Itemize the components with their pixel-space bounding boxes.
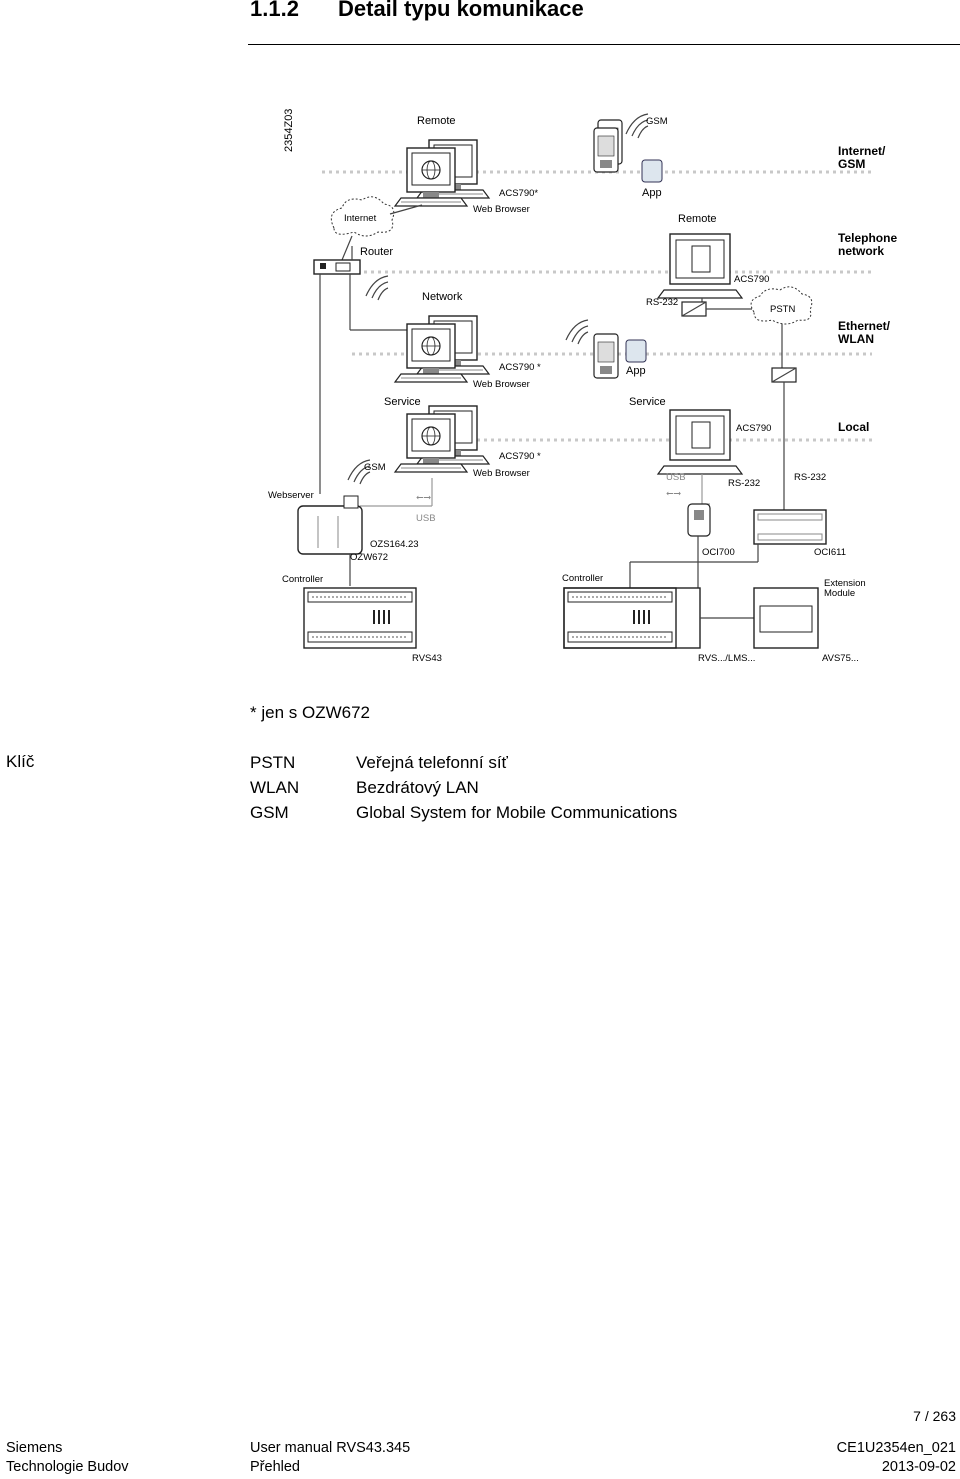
label-rs232-local: RS-232 xyxy=(728,478,760,489)
label-app-top: App xyxy=(642,187,662,199)
label-rvs-lms: RVS.../LMS... xyxy=(698,653,755,664)
label-app-wlan: App xyxy=(626,365,646,377)
network-pc-icon xyxy=(395,316,489,382)
key-title: Klíč xyxy=(6,752,35,771)
label-module: Module xyxy=(824,588,855,599)
key-row: PSTN Veřejná telefonní síť xyxy=(250,750,508,775)
section-title: Detail typu komunikace xyxy=(338,0,584,21)
key-abbr: PSTN xyxy=(250,753,296,772)
key-desc: Veřejná telefonní síť xyxy=(356,753,508,772)
key-row: WLAN Bezdrátový LAN xyxy=(250,775,479,800)
label-web-browser-service: Web Browser xyxy=(473,468,530,479)
footnote: * jen s OZW672 xyxy=(250,703,370,722)
key-desc: Bezdrátový LAN xyxy=(356,778,479,797)
label-web-browser-network: Web Browser xyxy=(473,379,530,390)
app-icon-wlan xyxy=(625,339,647,363)
controller-rvs-lms-icon xyxy=(563,587,677,649)
label-usb-left: USB xyxy=(416,513,436,524)
label-service-left: Service xyxy=(384,396,421,408)
label-rs232-oci611: RS-232 xyxy=(794,472,826,483)
footer-left: Siemens Technologie Budov xyxy=(6,1439,129,1477)
label-rvs43: RVS43 xyxy=(412,653,442,664)
label-gsm-webserver: GSM xyxy=(364,462,386,473)
controller-rvs43-icon xyxy=(303,587,417,649)
zone-label-local: Local xyxy=(838,420,869,434)
figure-id: 2354Z03 xyxy=(283,109,295,152)
label-webserver: Webserver xyxy=(268,490,314,501)
label-acs790-remote: ACS790 xyxy=(734,274,769,285)
key-desc: Global System for Mobile Communications xyxy=(356,803,678,822)
label-router: Router xyxy=(360,246,393,258)
footer-company: Siemens xyxy=(6,1440,63,1456)
usb-icon: ⭠⭢ xyxy=(416,492,432,503)
heading-rule xyxy=(248,44,960,45)
footer-doc-id: CE1U2354en_021 xyxy=(836,1440,956,1456)
label-ozs164: OZS164.23 xyxy=(370,539,419,550)
gsm-waves-top-icon xyxy=(625,113,649,139)
label-oci611: OCI611 xyxy=(814,547,846,558)
service-pc-icon xyxy=(395,406,489,472)
label-remote-telephone: Remote xyxy=(678,213,717,225)
gsm-phone-front-icon xyxy=(593,127,619,173)
label-rs232-remote: RS-232 xyxy=(646,297,678,308)
label-service-right: Service xyxy=(629,396,666,408)
label-remote-internet: Remote xyxy=(417,115,456,127)
label-web-browser-remote: Web Browser xyxy=(473,204,530,215)
label-internet: Internet xyxy=(344,213,377,224)
remote-pc-icon xyxy=(395,140,489,206)
key-abbr: GSM xyxy=(250,803,289,822)
section-heading: 1.1.2 Detail typu komunikace xyxy=(250,0,584,22)
section-number: 1.1.2 xyxy=(250,0,299,21)
label-acs790-star: ACS790* xyxy=(499,188,538,199)
label-ozw672: OZW672 xyxy=(350,552,388,563)
zone-label-gsm: GSM xyxy=(838,157,865,171)
usb-right-icon: ⭠⭢ xyxy=(666,488,682,499)
label-pstn: PSTN xyxy=(770,304,795,315)
footer-right: CE1U2354en_021 2013-09-02 xyxy=(837,1439,956,1477)
label-controller-left: Controller xyxy=(282,574,323,585)
label-usb-right: USB xyxy=(666,472,686,483)
zone-label-internet: Internet/ xyxy=(838,144,886,158)
footer-chapter: Přehled xyxy=(250,1459,300,1475)
zone-label-telephone: Telephone xyxy=(838,231,897,245)
label-extension: Extension xyxy=(824,578,866,589)
label-acs790-local: ACS790 xyxy=(736,423,771,434)
wlan-waves-icon xyxy=(565,319,589,345)
zone-label-ethernet: Ethernet/ xyxy=(838,319,891,333)
link-internet-router xyxy=(341,235,353,261)
service-local-pc-icon xyxy=(657,409,743,475)
footer-center: User manual RVS43.345 Přehled xyxy=(250,1439,410,1477)
page-number: 7 / 263 xyxy=(913,1408,956,1424)
internet-cloud-icon xyxy=(330,196,395,237)
zone-label-network: network xyxy=(838,244,884,258)
key-row: GSM Global System for Mobile Communicatio… xyxy=(250,800,677,825)
footer-manual: User manual RVS43.345 xyxy=(250,1440,411,1456)
label-controller-right: Controller xyxy=(562,573,603,584)
label-oci700: OCI700 xyxy=(702,547,735,558)
key-abbr: WLAN xyxy=(250,778,300,797)
router-wifi-waves-icon xyxy=(365,275,389,301)
wlan-phone-icon xyxy=(593,333,619,379)
communication-diagram: 2354Z03 Internet/ GSM Telephone network … xyxy=(268,109,897,664)
label-acs790-star-network: ACS790 * xyxy=(499,362,541,373)
label-acs790-star-service: ACS790 * xyxy=(499,451,541,462)
zone-label-wlan: WLAN xyxy=(838,332,874,346)
pstn-cloud-icon xyxy=(750,286,813,325)
label-gsm-top: GSM xyxy=(646,116,668,127)
label-network: Network xyxy=(422,291,463,303)
remote-telephone-pc-icon xyxy=(657,233,743,299)
ozw672-device-icon xyxy=(297,505,363,555)
footer-date: 2013-09-02 xyxy=(881,1459,956,1475)
footer-division: Technologie Budov xyxy=(6,1459,129,1475)
link-remote-internet xyxy=(389,204,423,215)
label-avs75: AVS75... xyxy=(822,653,859,664)
app-icon-top xyxy=(641,159,663,183)
